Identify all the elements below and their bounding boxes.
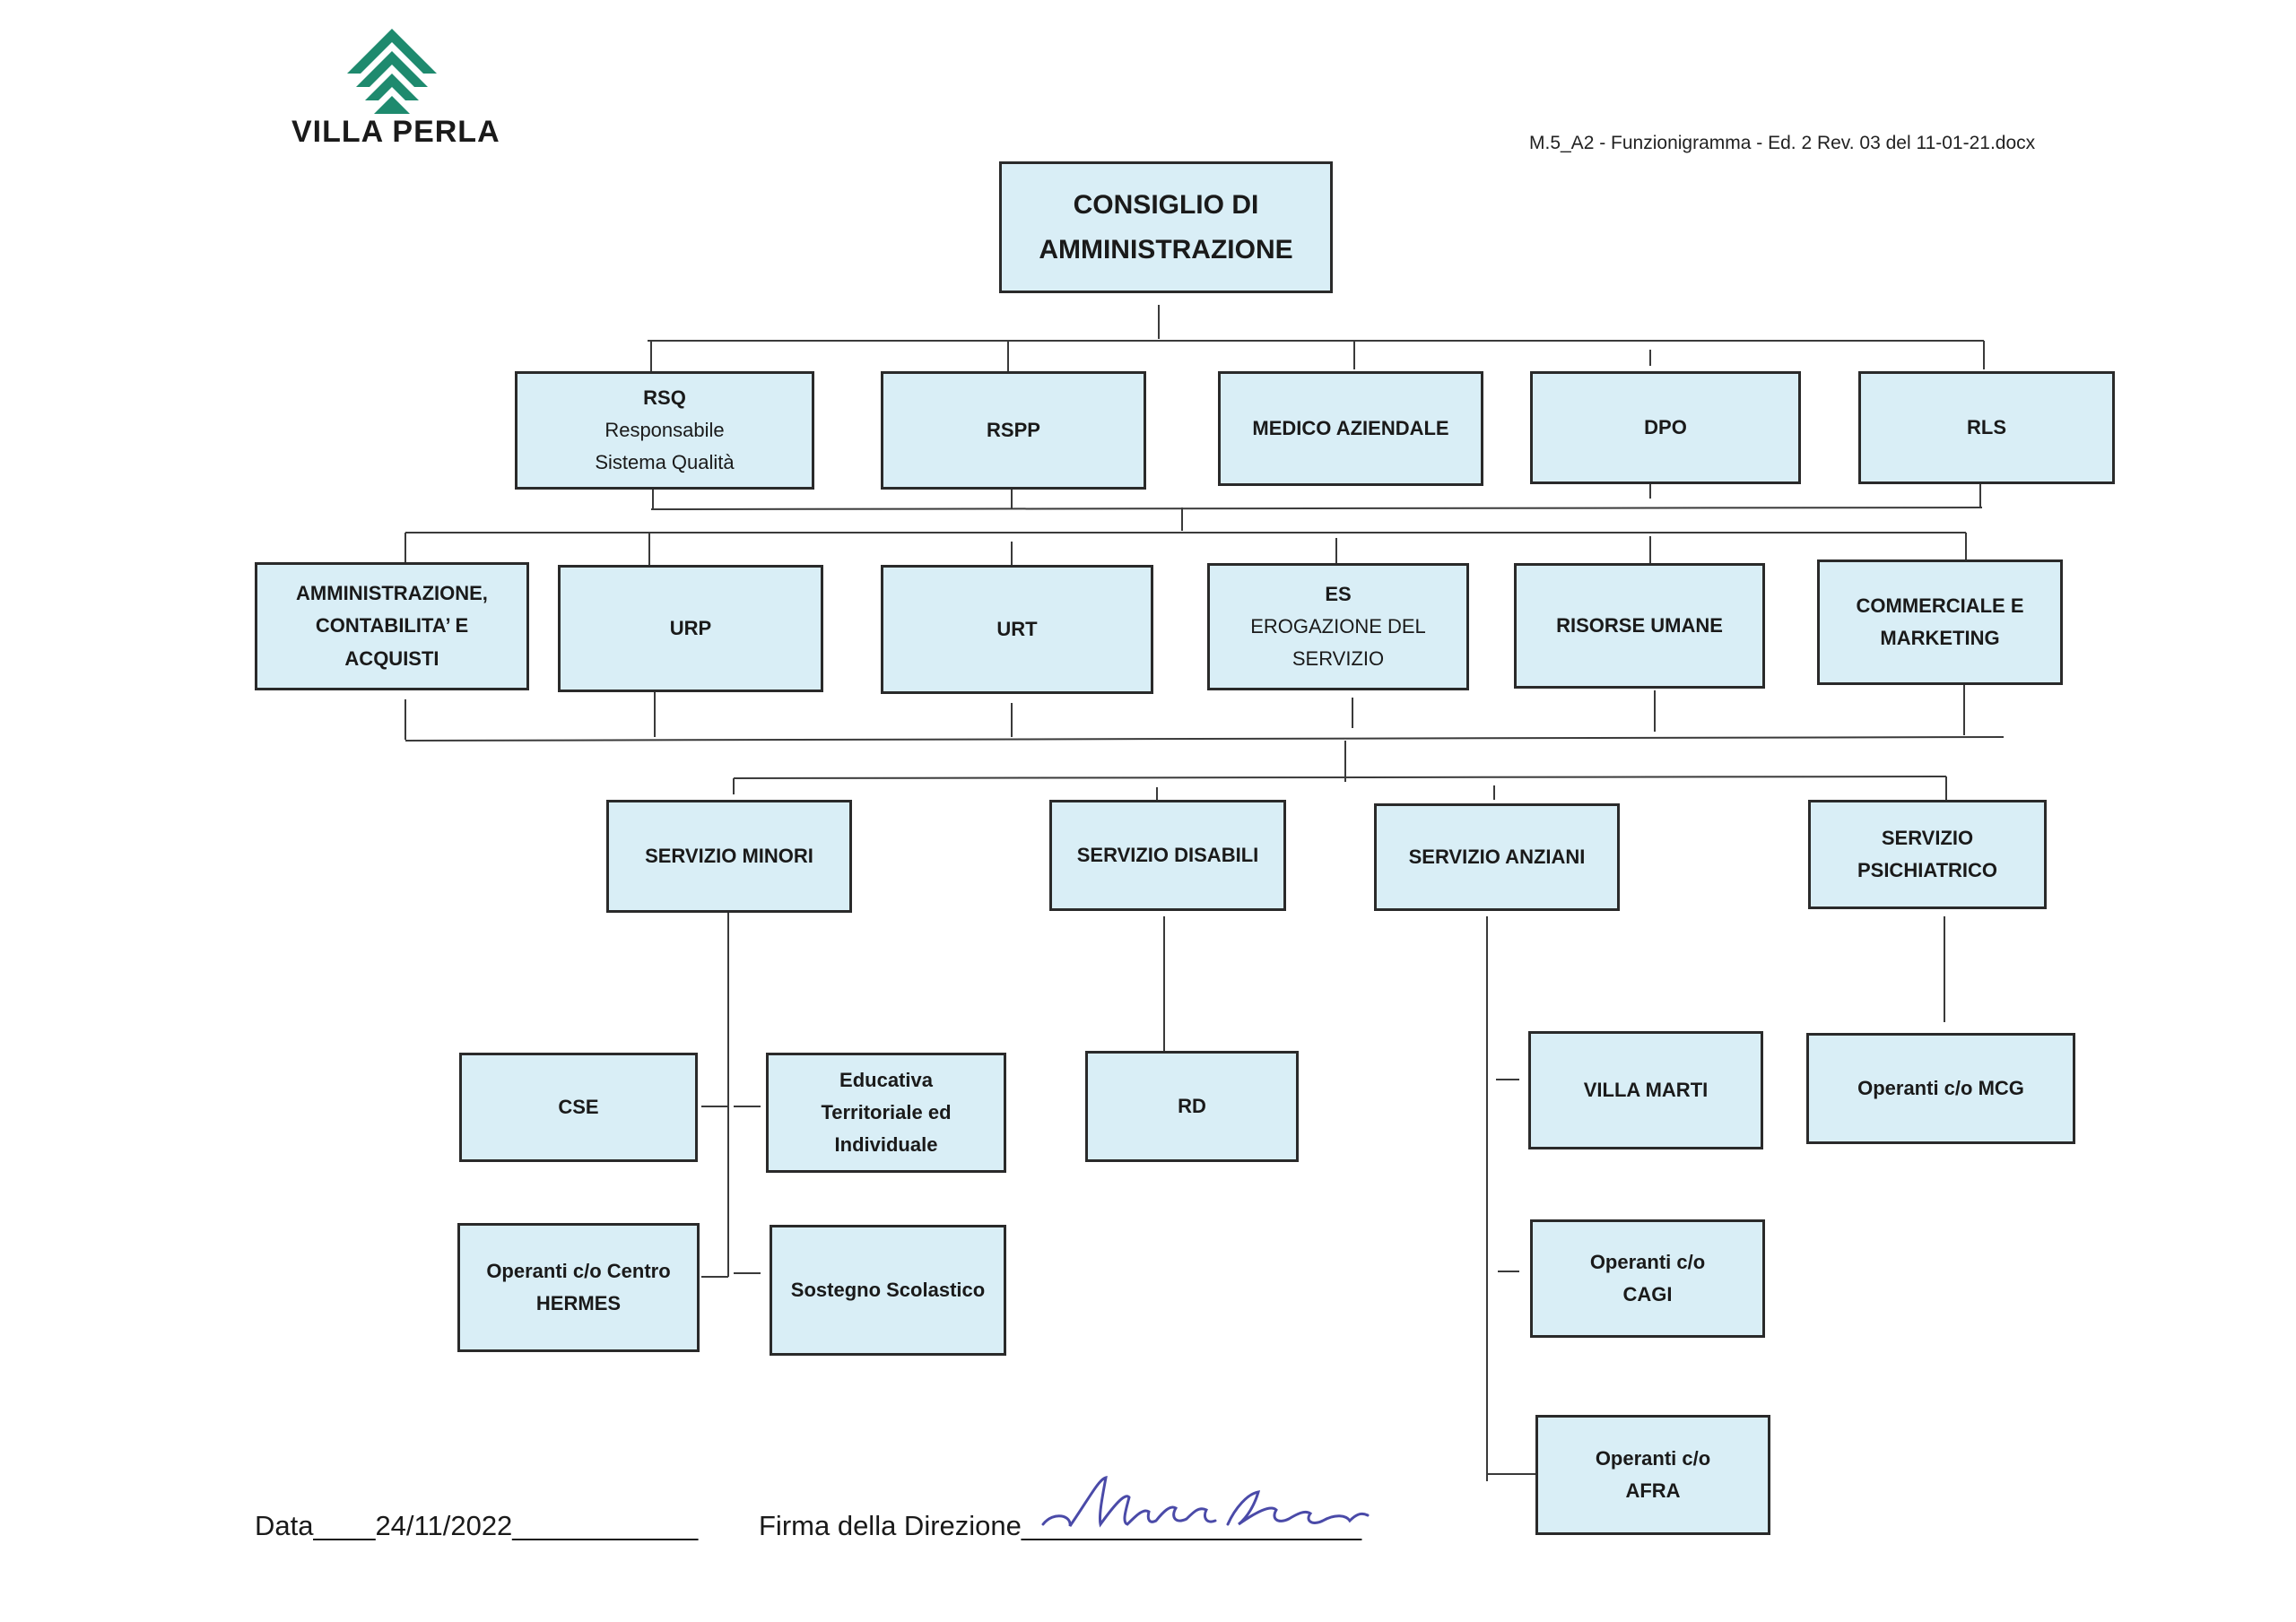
rd-label: RD xyxy=(1178,1094,1206,1117)
operanti-cagi-box: Operanti c/o CAGI xyxy=(1530,1219,1765,1338)
rls-box: RLS xyxy=(1858,371,2115,484)
commerciale-marketing-box: COMMERCIALE E MARKETING xyxy=(1817,559,2063,685)
amministrazione-box: AMMINISTRAZIONE, CONTABILITA’ E ACQUISTI xyxy=(255,562,529,690)
rsq-box: RSQ Responsabile Sistema Qualità xyxy=(515,371,814,490)
rls-label: RLS xyxy=(1967,415,2006,438)
amministrazione-label: AMMINISTRAZIONE, CONTABILITA’ E ACQUISTI xyxy=(296,582,488,670)
servizio-minori-box: SERVIZIO MINORI xyxy=(606,800,852,913)
es-box: ES EROGAZIONE DEL SERVIZIO xyxy=(1207,563,1469,690)
villa-marti-box: VILLA MARTI xyxy=(1528,1031,1763,1149)
commerciale-marketing-label: COMMERCIALE E MARKETING xyxy=(1856,594,2024,649)
risorse-umane-box: RISORSE UMANE xyxy=(1514,563,1765,689)
operanti-cagi-label: Operanti c/o CAGI xyxy=(1589,1250,1706,1305)
es-title: ES xyxy=(1325,582,1352,605)
urp-label: URP xyxy=(669,616,712,639)
villa-perla-logo-icon xyxy=(347,29,437,114)
operanti-mcg-label: Operanti c/o MCG xyxy=(1857,1076,2024,1099)
operanti-hermes-label: Operanti c/o Centro HERMES xyxy=(486,1259,671,1314)
dpo-box: DPO xyxy=(1530,371,1801,484)
board-box: CONSIGLIO DI AMMINISTRAZIONE xyxy=(999,161,1333,293)
urt-label: URT xyxy=(996,617,1038,640)
handwritten-signature-icon xyxy=(1041,1475,1370,1528)
rsq-description: Responsabile Sistema Qualità xyxy=(595,418,735,474)
rspp-box: RSPP xyxy=(881,371,1146,490)
rd-box: RD xyxy=(1085,1051,1299,1162)
operanti-mcg-box: Operanti c/o MCG xyxy=(1806,1033,2075,1144)
sostegno-scolastico-label: Sostegno Scolastico xyxy=(790,1278,986,1301)
servizio-minori-label: SERVIZIO MINORI xyxy=(645,844,813,867)
cse-box: CSE xyxy=(459,1053,698,1162)
servizio-anziani-label: SERVIZIO ANZIANI xyxy=(1408,845,1586,868)
es-description: EROGAZIONE DEL SERVIZIO xyxy=(1250,614,1426,671)
board-label: CONSIGLIO DI AMMINISTRAZIONE xyxy=(1039,190,1293,265)
villa-marti-label: VILLA MARTI xyxy=(1583,1078,1709,1101)
educativa-label: Educativa Territoriale ed Individuale xyxy=(821,1068,952,1157)
servizio-disabili-box: SERVIZIO DISABILI xyxy=(1049,800,1286,911)
urt-box: URT xyxy=(881,565,1153,694)
operanti-afra-label: Operanti c/o AFRA xyxy=(1595,1446,1711,1502)
risorse-umane-label: RISORSE UMANE xyxy=(1556,613,1723,637)
sostegno-scolastico-box: Sostegno Scolastico xyxy=(770,1225,1006,1356)
urp-box: URP xyxy=(558,565,823,692)
medico-aziendale-box: MEDICO AZIENDALE xyxy=(1218,371,1483,486)
servizio-psichiatrico-label: SERVIZIO PSICHIATRICO xyxy=(1857,826,1998,881)
document-reference: M.5_A2 - Funzionigramma - Ed. 2 Rev. 03 … xyxy=(1529,133,2036,153)
servizio-anziani-box: SERVIZIO ANZIANI xyxy=(1374,803,1620,911)
operanti-afra-box: Operanti c/o AFRA xyxy=(1535,1415,1770,1535)
medico-aziendale-label: MEDICO AZIENDALE xyxy=(1252,416,1449,439)
data-field: Data____24/11/2022____________ xyxy=(255,1510,699,1541)
educativa-box: Educativa Territoriale ed Individuale xyxy=(766,1053,1006,1173)
logo-text: VILLA PERLA xyxy=(291,115,500,149)
rsq-title: RSQ xyxy=(643,386,686,409)
dpo-label: DPO xyxy=(1644,415,1687,438)
cse-label: CSE xyxy=(558,1095,599,1118)
servizio-psichiatrico-box: SERVIZIO PSICHIATRICO xyxy=(1808,800,2047,909)
operanti-hermes-box: Operanti c/o Centro HERMES xyxy=(457,1223,700,1352)
servizio-disabili-label: SERVIZIO DISABILI xyxy=(1076,843,1259,866)
rspp-label: RSPP xyxy=(987,418,1040,441)
